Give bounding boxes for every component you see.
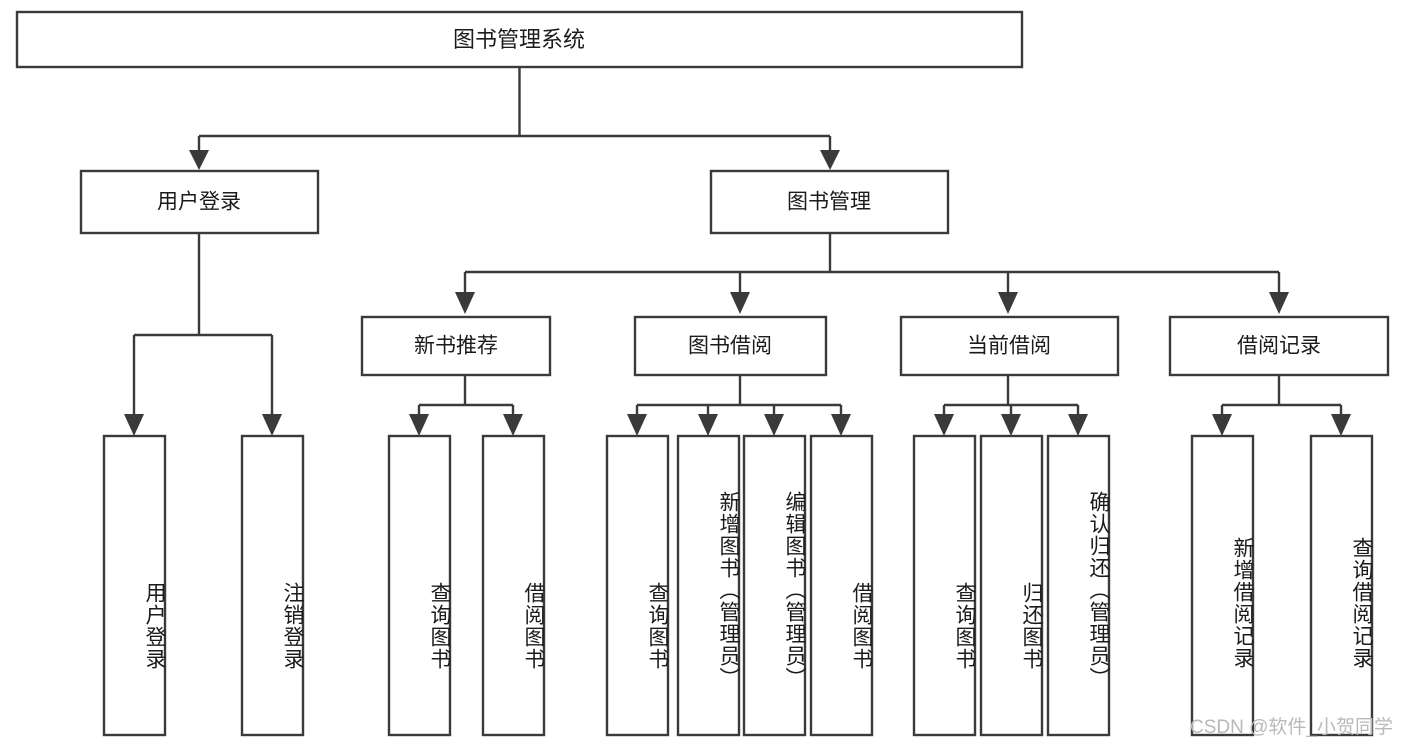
node-current-borrow[interactable]: 当前借阅 (899, 315, 1120, 377)
arrow-head-borrow-record (1269, 292, 1289, 314)
node-borrow-record[interactable]: 借阅记录 (1168, 315, 1390, 377)
node-book-manage-label: 图书管理 (787, 191, 871, 214)
arrow-head-user-login (189, 150, 209, 170)
node-borrow-record-label: 借阅记录 (1237, 335, 1321, 358)
node-book-borrow-label: 图书借阅 (688, 335, 772, 358)
node-root[interactable]: 图书管理系统 (15, 10, 1024, 69)
arrow-head-leaf-user-login (124, 414, 144, 436)
node-current-borrow-label: 当前借阅 (967, 335, 1051, 358)
node-leaf-add-book-box[interactable] (676, 434, 741, 737)
node-book-borrow-box[interactable] (633, 315, 828, 377)
arrow-head-leaf-return-book (1001, 414, 1021, 436)
node-leaf-confirm-return-box[interactable] (1046, 434, 1111, 737)
node-leaf-query-book-1-box[interactable] (387, 434, 452, 737)
arrow-head-leaf-query-record (1331, 414, 1351, 436)
arrow-head-leaf-add-book (698, 414, 718, 436)
arrow-head-book-manage (820, 150, 840, 170)
node-root-box[interactable] (15, 10, 1024, 69)
node-leaf-logout-box[interactable] (240, 434, 305, 737)
arrow-head-leaf-borrow-book-1 (503, 414, 523, 436)
arrow-head-leaf-query-book-3 (934, 414, 954, 436)
node-leaf-edit-book-box[interactable] (742, 434, 807, 737)
arrow-head-leaf-confirm-return (1068, 414, 1088, 436)
arrow-head-current-borrow (998, 292, 1018, 314)
node-leaf-add-record-box[interactable] (1190, 434, 1255, 737)
arrow-head-leaf-borrow-book-2 (831, 414, 851, 436)
node-leaf-borrow-book-1-box[interactable] (481, 434, 546, 737)
arrow-head-new-book-rec (455, 292, 475, 314)
node-leaf-user-login-box[interactable] (102, 434, 167, 737)
node-book-manage[interactable]: 图书管理 (709, 169, 950, 235)
node-borrow-record-box[interactable] (1168, 315, 1390, 377)
node-current-borrow-box[interactable] (899, 315, 1120, 377)
node-leaf-query-record-box[interactable] (1309, 434, 1374, 737)
arrow-head-leaf-add-record (1212, 414, 1232, 436)
connector-layer (124, 67, 1351, 436)
node-book-manage-box[interactable] (709, 169, 950, 235)
node-leaf-return-book-box[interactable] (979, 434, 1044, 737)
node-user-login-label: 用户登录 (157, 191, 241, 214)
node-new-book-rec-label: 新书推荐 (414, 335, 498, 358)
node-book-borrow[interactable]: 图书借阅 (633, 315, 828, 377)
node-leaf-query-book-3-box[interactable] (912, 434, 977, 737)
node-user-login-box[interactable] (79, 169, 320, 235)
arrow-head-leaf-query-book-1 (409, 414, 429, 436)
arrow-head-book-borrow (730, 292, 750, 314)
node-leaf-borrow-book-2-box[interactable] (809, 434, 874, 737)
node-user-login[interactable]: 用户登录 (79, 169, 320, 235)
node-new-book-rec[interactable]: 新书推荐 (360, 315, 552, 377)
node-new-book-rec-box[interactable] (360, 315, 552, 377)
arrow-head-leaf-edit-book (764, 414, 784, 436)
arrow-head-leaf-logout (262, 414, 282, 436)
node-root-label: 图书管理系统 (453, 27, 585, 52)
node-leaf-query-book-2-box[interactable] (605, 434, 670, 737)
csdn-watermark: CSDN @软件_小贺同学 (1190, 717, 1393, 738)
arrow-head-leaf-query-book-2 (627, 414, 647, 436)
